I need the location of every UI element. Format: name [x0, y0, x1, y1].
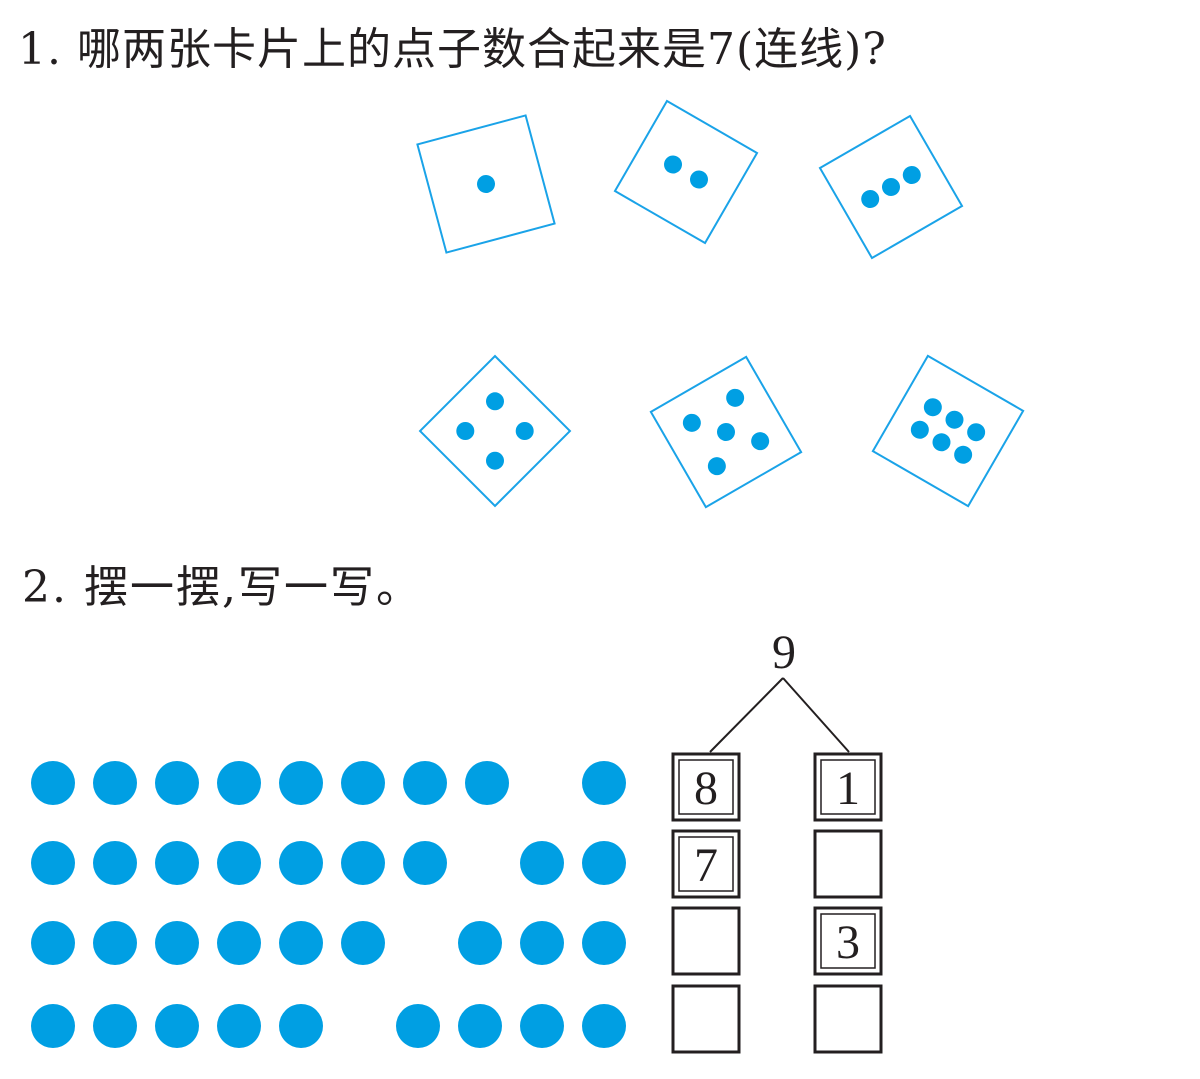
dot-left-group [403, 841, 447, 885]
dice-dot [486, 392, 504, 411]
dice-dot [923, 398, 942, 417]
answer-boxes: 8 7 1 3 [671, 752, 883, 1054]
dot-row [31, 921, 626, 965]
dot-row [31, 761, 626, 805]
bond-total: 9 [772, 626, 796, 679]
answer-number: 1 [836, 762, 860, 815]
dot-left-group [93, 921, 137, 965]
dice-card-5[interactable] [649, 355, 803, 509]
dot-left-group [341, 761, 385, 805]
dot-right-group [396, 1004, 440, 1048]
dice-dot [882, 178, 900, 196]
dice-dot [967, 423, 986, 442]
answer-box-left: 7 [671, 829, 741, 899]
dot-left-group [93, 761, 137, 805]
dot-right-group [582, 761, 626, 805]
dice-dot [682, 413, 701, 432]
question-1-title: 1. 哪两张卡片上的点子数合起来是7(连线)? [18, 24, 887, 75]
dot-left-group [155, 1004, 199, 1048]
dot-right-group [458, 1004, 502, 1048]
dice-dot [689, 170, 708, 189]
question-2-title: 2. 摆一摆,写一写。 [22, 562, 422, 613]
answer-number: 7 [694, 839, 718, 892]
dot-right-group [458, 921, 502, 965]
answer-box-right[interactable] [813, 829, 883, 899]
dot-right-group [582, 1004, 626, 1048]
answer-number: 8 [694, 762, 718, 815]
answer-number: 3 [836, 916, 860, 969]
dot-left-group [155, 761, 199, 805]
dot-left-group [31, 841, 75, 885]
dice-dot [717, 423, 735, 441]
dice-dot [486, 451, 504, 470]
dice-dot [726, 388, 745, 407]
dice-dot [707, 457, 726, 476]
dot-left-group [217, 841, 261, 885]
answer-box-left[interactable] [671, 906, 741, 976]
answer-box-right[interactable] [813, 984, 883, 1054]
dot-left-group [341, 921, 385, 965]
dot-left-group [341, 841, 385, 885]
dice-dot [954, 445, 973, 464]
dice-card-3[interactable] [818, 114, 964, 260]
dot-left-group [217, 921, 261, 965]
dice-dot [751, 432, 770, 451]
answer-box-left[interactable] [671, 984, 741, 1054]
dice-cards [416, 99, 1025, 509]
bond-branch-left [709, 677, 784, 753]
dice-dot [664, 155, 683, 174]
dice-dot [861, 190, 880, 208]
card-border [613, 99, 759, 245]
answer-box-left: 8 [671, 752, 741, 822]
dot-left-group [217, 761, 261, 805]
dot-left-group [31, 921, 75, 965]
dice-dot [932, 433, 951, 452]
dot-left-group [279, 1004, 323, 1048]
dice-dot [910, 420, 929, 439]
dot-left-group [403, 761, 447, 805]
dice-dot [515, 422, 534, 440]
card-border [418, 354, 572, 508]
number-bond: 9 [709, 626, 850, 753]
dot-right-group [582, 841, 626, 885]
dot-left-group [93, 841, 137, 885]
dice-dot [945, 410, 964, 429]
dice-dot [902, 166, 921, 184]
dot-row [31, 1004, 626, 1048]
dot-row [31, 841, 626, 885]
card-border [871, 354, 1025, 508]
dot-right-group [582, 921, 626, 965]
dot-left-group [31, 761, 75, 805]
dot-right-group [520, 921, 564, 965]
dot-left-group [279, 841, 323, 885]
answer-box-right: 3 [813, 906, 883, 976]
dice-card-1[interactable] [416, 114, 556, 254]
dot-left-group [155, 841, 199, 885]
dot-left-group [155, 921, 199, 965]
dice-card-6[interactable] [871, 354, 1025, 508]
dot-left-group [465, 761, 509, 805]
dot-left-group [279, 921, 323, 965]
dot-left-group [93, 1004, 137, 1048]
dot-right-group [520, 841, 564, 885]
dot-left-group [217, 1004, 261, 1048]
dice-card-4[interactable] [418, 354, 572, 508]
bond-branch-right [782, 677, 850, 753]
answer-box-right: 1 [813, 752, 883, 822]
dot-left-group [31, 1004, 75, 1048]
dot-right-group [520, 1004, 564, 1048]
dice-card-2[interactable] [613, 99, 759, 245]
dice-dot [456, 422, 475, 440]
dice-dot [477, 175, 495, 193]
dot-rows [31, 761, 626, 1048]
dot-left-group [279, 761, 323, 805]
